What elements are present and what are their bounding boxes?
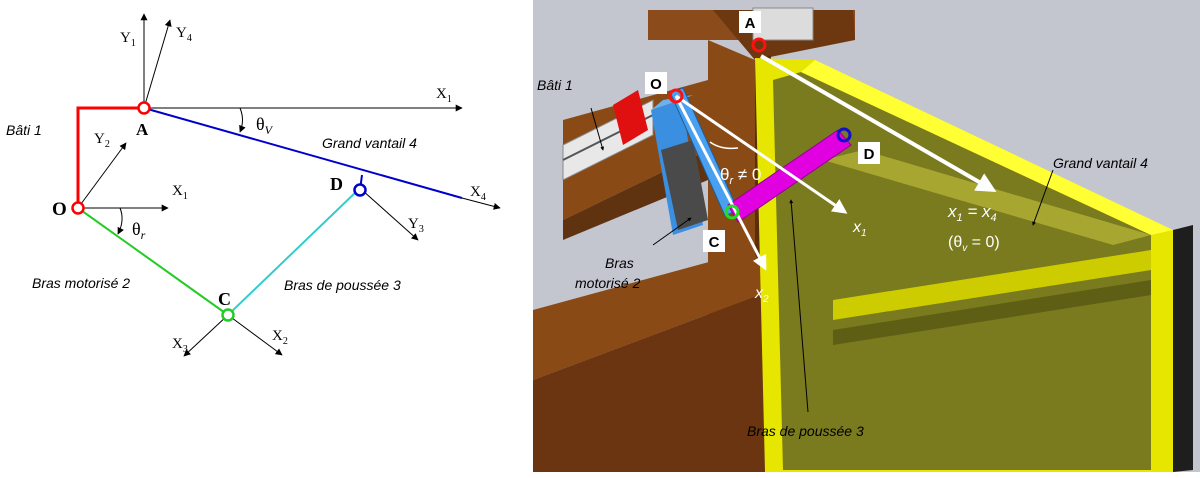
- theta-v-arc: [239, 107, 246, 133]
- label-x1-eq-x4: x1 = x4: [947, 202, 997, 224]
- axis-label-x1-mid: X1: [172, 183, 188, 202]
- leader-motor-arm: [652, 217, 692, 246]
- axis-x2: [227, 314, 283, 356]
- point-o-label: O: [52, 199, 67, 220]
- joint-a: [137, 101, 151, 115]
- axis-y3: [361, 189, 419, 241]
- schematic-svg: A O C D Y1 Y4 X1 Y2 X1 X4 Y3 X3 X2 θV θr…: [6, 13, 501, 357]
- angle-theta-v: θV: [256, 114, 274, 137]
- axis-label-y3: Y3: [408, 216, 424, 235]
- theta-r-arc: [117, 207, 124, 235]
- tag-o-3d: [645, 72, 667, 94]
- tag-a-3d: [739, 11, 761, 33]
- label-x1-3d: x1: [852, 219, 867, 239]
- axis-label-x1-top: X1: [436, 86, 452, 105]
- point-c-3d: C: [709, 234, 720, 251]
- large-leaf-link: [143, 107, 463, 199]
- motor-gear: [661, 140, 708, 230]
- joint-c: [221, 308, 235, 322]
- leader-leaf: [1032, 169, 1054, 226]
- label-theta-r-3d: θr ≠ 0: [720, 165, 761, 187]
- axis-x3: [183, 314, 229, 357]
- point-o-3d: O: [650, 76, 662, 93]
- leaf-crossbar: [833, 250, 1151, 320]
- joint-d-3d: [836, 127, 852, 143]
- label-large-leaf-3d: Grand vantail 4: [1053, 155, 1148, 171]
- vector-x2: [674, 95, 767, 271]
- joint-o: [71, 201, 85, 215]
- frame-link: [76, 106, 144, 208]
- axis-label-x3: X3: [172, 336, 188, 355]
- leader-push-arm: [789, 199, 809, 413]
- leaf-edge: [1173, 225, 1193, 472]
- point-a-3d: A: [745, 15, 756, 32]
- point-a-label: A: [136, 120, 149, 139]
- axis-label-x2: X2: [272, 328, 288, 347]
- cad-rendering: A O C D θr ≠ 0 x1 x2 x1 = x4 (θv = 0) Bâ…: [533, 0, 1200, 478]
- point-d-3d: D: [864, 146, 875, 163]
- label-push-arm-3d: Bras de poussée 3: [747, 423, 864, 439]
- joint-c-3d: [724, 204, 740, 220]
- rendering-svg: A O C D θr ≠ 0 x1 x2 x1 = x4 (θv = 0) Bâ…: [533, 0, 1200, 472]
- label-large-leaf: Grand vantail 4: [322, 135, 417, 151]
- tag-c-3d: [703, 230, 725, 252]
- angle-theta-r: θr: [132, 219, 146, 242]
- label-x2-3d: x2: [754, 285, 769, 305]
- label-motor-arm-3d-l1: Bras: [605, 255, 634, 271]
- push-arm-link: [227, 189, 359, 316]
- top-bracket: [752, 7, 814, 41]
- label-frame: Bâti 1: [6, 122, 42, 138]
- leader-frame: [590, 107, 605, 151]
- point-d-label: D: [330, 174, 343, 194]
- label-motor-arm-3d-l2: motorisé 2: [575, 275, 641, 291]
- joint-d: [353, 183, 367, 197]
- axis-label-y4: Y4: [176, 25, 192, 44]
- motor-arm-link: [77, 207, 229, 316]
- axis-x4: [461, 197, 501, 210]
- point-c-label: C: [218, 289, 231, 309]
- label-push-arm: Bras de poussée 3: [284, 277, 401, 293]
- vector-x1: [675, 94, 848, 214]
- lower-beam: [533, 250, 773, 380]
- label-theta-v-zero: (θv = 0): [948, 234, 1000, 254]
- label-motor-arm: Bras motorisé 2: [32, 275, 130, 291]
- label-frame-3d: Bâti 1: [537, 77, 573, 93]
- joint-a-3d: [751, 37, 767, 53]
- vector-x1-eq-x4: [759, 54, 997, 193]
- kinematic-schematic: A O C D Y1 Y4 X1 Y2 X1 X4 Y3 X3 X2 θV θr…: [0, 0, 540, 478]
- axis-label-x4: X4: [470, 184, 486, 203]
- theta-r-arc-3d: [709, 141, 739, 150]
- axis-y4: [143, 19, 172, 109]
- axis-y2: [77, 142, 127, 209]
- axis-label-y1: Y1: [120, 30, 136, 49]
- axis-label-y2: Y2: [94, 131, 110, 150]
- motor-bracket: [613, 90, 648, 145]
- joint-o-3d: [668, 88, 684, 104]
- tag-d-3d: [858, 142, 880, 164]
